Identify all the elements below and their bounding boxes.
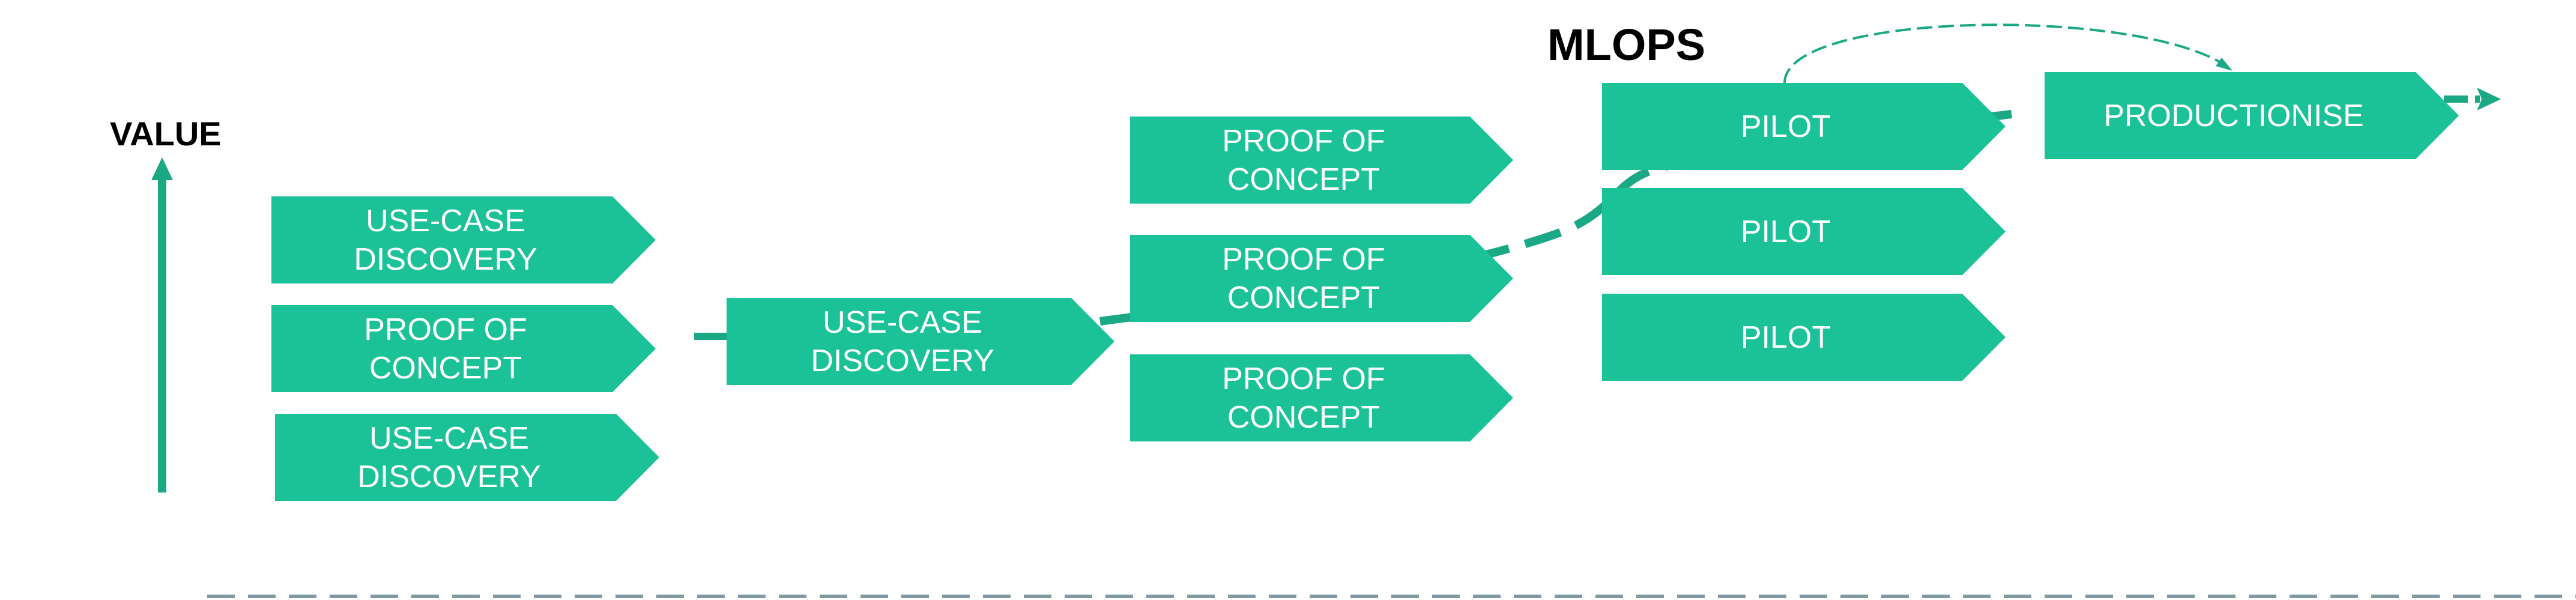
- stage-label: USE-CASE DISCOVERY: [354, 203, 537, 277]
- stage-label: PRODUCTIONISE: [2103, 98, 2364, 133]
- stage-label: USE-CASE DISCOVERY: [811, 305, 994, 378]
- stage-label: PILOT: [1740, 320, 1831, 355]
- stage-label: PROOF OF CONCEPT: [1222, 361, 1385, 435]
- stage-proof-of-concept: PROOF OF CONCEPT: [271, 305, 656, 392]
- output-arrowhead-icon: [2477, 88, 2501, 111]
- stage-use-case-discovery: USE-CASE DISCOVERY: [271, 196, 656, 283]
- stage-proof-of-concept: PROOF OF CONCEPT: [1130, 235, 1513, 322]
- stage-use-case-discovery: USE-CASE DISCOVERY: [727, 298, 1114, 385]
- mlops-label: MLOPS: [1547, 20, 1706, 70]
- stage-label: PROOF OF CONCEPT: [364, 312, 527, 386]
- value-axis-label: VALUE: [110, 115, 222, 153]
- stage-pilot: PILOT: [1602, 83, 2006, 170]
- value-axis-arrowhead-icon: [151, 157, 173, 180]
- stage-pilot: PILOT: [1602, 188, 2006, 275]
- stage-label: PROOF OF CONCEPT: [1222, 123, 1385, 197]
- stage-pilot: PILOT: [1602, 294, 2006, 381]
- stage-proof-of-concept: PROOF OF CONCEPT: [1130, 354, 1513, 441]
- stage-productionise: PRODUCTIONISE: [2045, 72, 2459, 159]
- stage-proof-of-concept: PROOF OF CONCEPT: [1130, 117, 1513, 204]
- stage-label: PILOT: [1740, 109, 1831, 144]
- stage-use-case-discovery: USE-CASE DISCOVERY: [275, 414, 659, 501]
- stage-label: PILOT: [1740, 214, 1831, 249]
- stage-label: PROOF OF CONCEPT: [1222, 241, 1385, 315]
- mlops-feedback-curve: [1783, 23, 2226, 83]
- mlops-feedback-arrowhead-icon: [2216, 58, 2233, 71]
- stage-label: USE-CASE DISCOVERY: [357, 420, 541, 494]
